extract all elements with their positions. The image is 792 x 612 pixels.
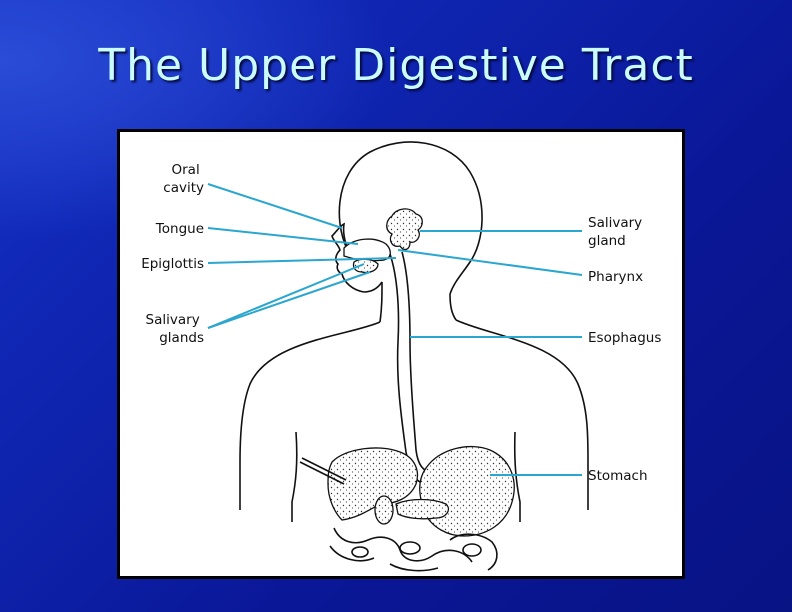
- label-esophagus: Esophagus: [588, 330, 661, 346]
- digestive-tract-diagram: Oral cavity Tongue Epiglottis Salivary g…: [141, 141, 661, 572]
- gallbladder-shape: [374, 495, 394, 525]
- label-salivary-glands: Salivary glands: [146, 312, 204, 346]
- label-epiglottis: Epiglottis: [141, 256, 204, 272]
- body-outline: [239, 141, 589, 522]
- liver-pointer: [299, 457, 347, 485]
- leader-oral-cavity: [207, 183, 343, 229]
- slide-title: The Upper Digestive Tract: [98, 40, 694, 91]
- anatomy-figure: Oral cavity Tongue Epiglottis Salivary g…: [117, 129, 685, 579]
- leader-pharynx: [397, 249, 583, 276]
- parotid-salivary-gland: [386, 208, 423, 251]
- label-stomach: Stomach: [588, 468, 648, 484]
- intestines: [329, 527, 498, 572]
- leader-lines: [207, 183, 583, 476]
- label-oral-cavity: Oral cavity: [163, 162, 204, 196]
- label-pharynx: Pharynx: [588, 269, 643, 285]
- leader-salivary-glands-2: [207, 271, 371, 329]
- label-tongue: Tongue: [155, 221, 204, 237]
- esophagus-tube: [389, 253, 425, 485]
- label-salivary-gland: Salivary gland: [588, 215, 646, 249]
- stomach-shape: [419, 446, 515, 537]
- pancreas-shape: [395, 498, 450, 520]
- leader-salivary-glands-1: [207, 263, 365, 329]
- leader-tongue: [207, 227, 359, 245]
- leader-epiglottis: [207, 257, 397, 264]
